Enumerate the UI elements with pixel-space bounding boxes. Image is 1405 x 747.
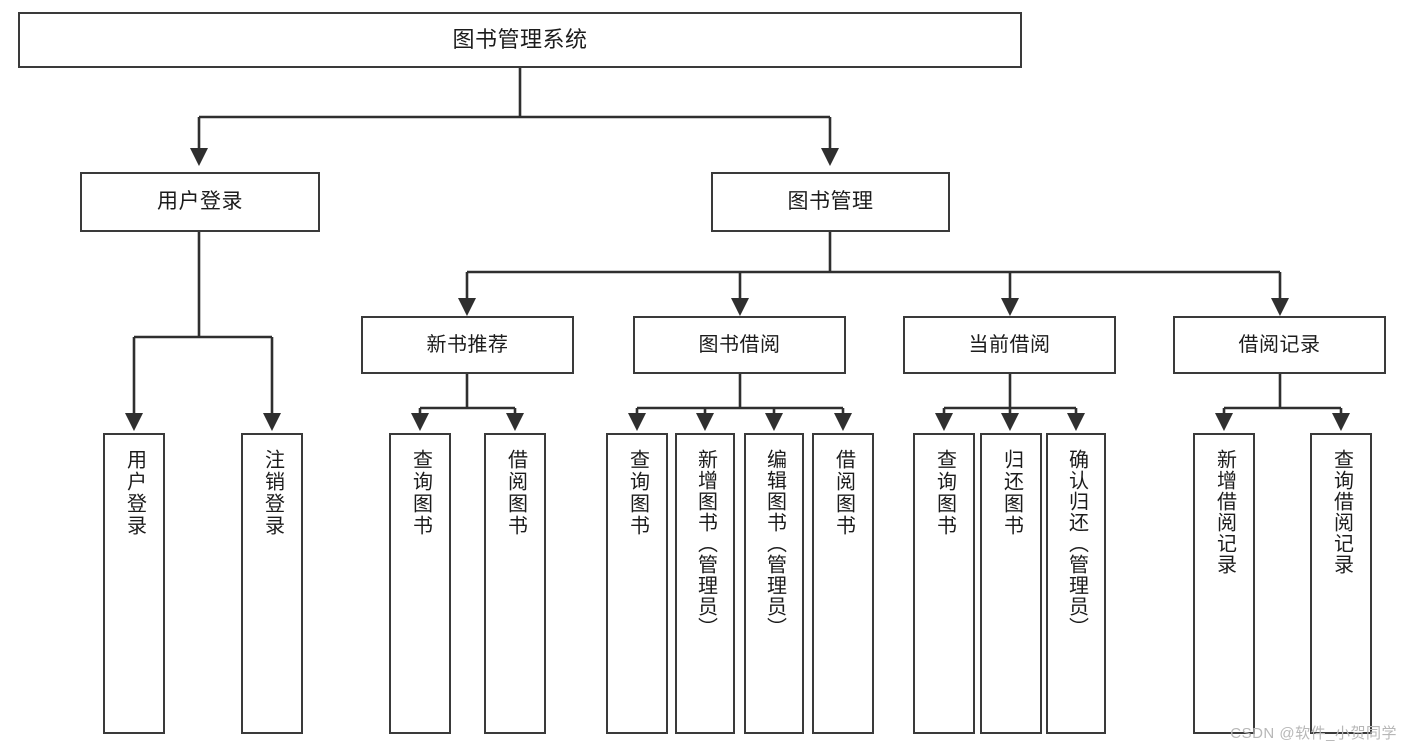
leaf-logout-login[interactable]: 注销登录 [241,433,303,734]
node-label: 查询图书 [933,449,956,537]
node-label: 借阅记录 [1238,333,1321,356]
leaf-query-book-borrow[interactable]: 查询图书 [606,433,668,734]
node-new-book-recommend[interactable]: 新书推荐 [361,316,574,374]
leaf-user-login[interactable]: 用户登录 [103,433,165,734]
node-label: 借阅图书 [832,449,855,537]
node-label: 新书推荐 [426,333,509,356]
leaf-confirm-return-admin[interactable]: 确认归还（管理员） [1046,433,1106,734]
node-current-borrow[interactable]: 当前借阅 [903,316,1116,374]
node-borrow-record[interactable]: 借阅记录 [1173,316,1386,374]
leaf-return-book[interactable]: 归还图书 [980,433,1042,734]
node-label: 新增借阅记录 [1213,449,1236,575]
node-label: 图书管理系统 [452,27,588,53]
node-label: 用户登录 [123,449,146,537]
node-root-book-management-system[interactable]: 图书管理系统 [18,12,1022,68]
node-label: 查询借阅记录 [1330,449,1353,575]
node-book-borrow[interactable]: 图书借阅 [633,316,846,374]
node-label: 查询图书 [409,449,432,537]
leaf-add-book-admin[interactable]: 新增图书（管理员） [675,433,735,734]
node-label: 当前借阅 [968,333,1051,356]
node-book-management[interactable]: 图书管理 [711,172,950,232]
leaf-add-borrow-record[interactable]: 新增借阅记录 [1193,433,1255,734]
node-label: 图书借阅 [698,333,781,356]
node-label: 查询图书 [626,449,649,537]
node-label: 编辑图书（管理员） [763,449,786,638]
leaf-query-book-current[interactable]: 查询图书 [913,433,975,734]
leaf-borrow-book-recommend[interactable]: 借阅图书 [484,433,546,734]
node-label: 借阅图书 [504,449,527,537]
leaf-query-book-recommend[interactable]: 查询图书 [389,433,451,734]
csdn-watermark: CSDN @软件_小贺同学 [1230,725,1397,742]
node-user-login[interactable]: 用户登录 [80,172,320,232]
node-label: 注销登录 [261,449,284,537]
node-label: 确认归还（管理员） [1065,449,1088,638]
node-label: 新增图书（管理员） [694,449,717,638]
leaf-edit-book-admin[interactable]: 编辑图书（管理员） [744,433,804,734]
node-label: 用户登录 [157,189,243,213]
node-label: 图书管理 [787,189,874,213]
leaf-borrow-book[interactable]: 借阅图书 [812,433,874,734]
node-label: 归还图书 [1000,449,1023,537]
leaf-query-borrow-record[interactable]: 查询借阅记录 [1310,433,1372,734]
